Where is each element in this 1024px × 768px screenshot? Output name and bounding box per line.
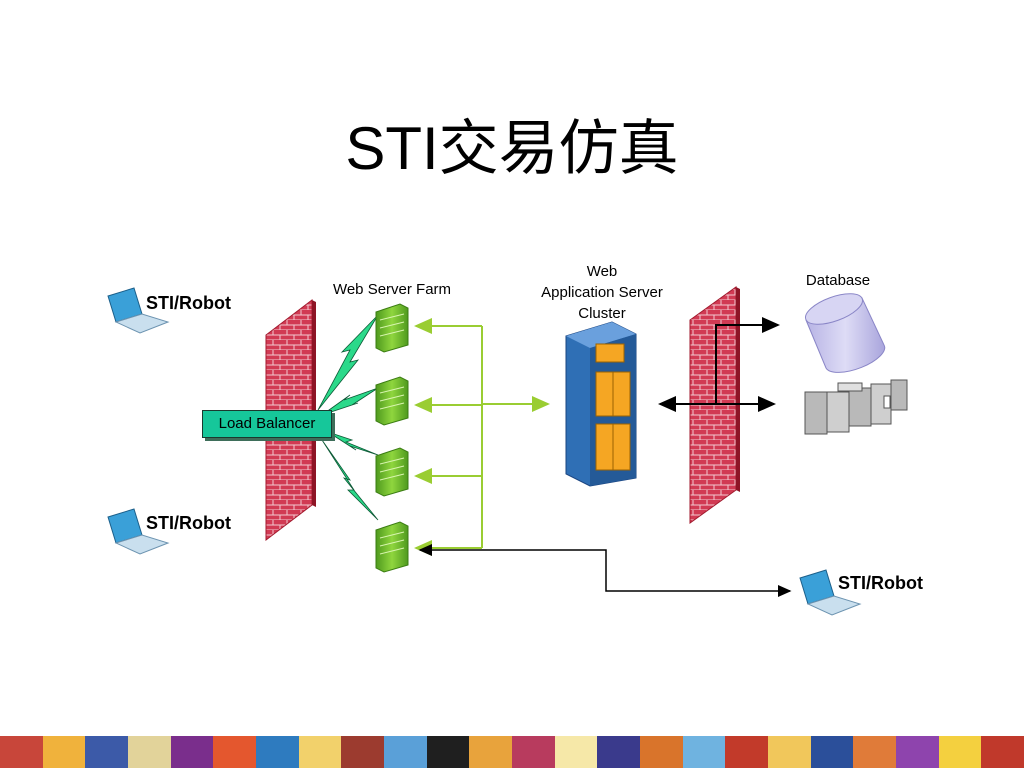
web-server-2 [375, 376, 409, 426]
app-server-rack [565, 321, 637, 487]
diagram-canvas [107, 286, 908, 616]
mainframe-icon [804, 379, 908, 435]
db-links [658, 317, 780, 412]
laptop-icon-top-left [107, 287, 170, 334]
robot-link [418, 544, 792, 597]
decorative-footer-strip [0, 736, 1024, 768]
robot-label-bottom-left: STI/Robot [146, 513, 231, 533]
load-balancer-box: Load Balancer [202, 410, 332, 438]
laptop-icon-bottom-right [799, 569, 862, 616]
green-connectors [414, 318, 550, 556]
slide-title: STI交易仿真 [345, 115, 679, 182]
web-server-3 [375, 447, 409, 497]
robot-label-bottom-right: STI/Robot [838, 573, 923, 593]
database-cylinder-icon [805, 293, 886, 373]
database-label: Database [805, 272, 871, 289]
web-server-1 [375, 303, 409, 353]
web-server-farm-label: Web Server Farm [332, 281, 452, 298]
web-server-4 [375, 521, 409, 573]
lightning-links [317, 314, 379, 521]
robot-label-top-left: STI/Robot [146, 293, 231, 313]
laptop-icon-bottom-left [107, 508, 170, 555]
app-server-label-line1: Web [586, 263, 618, 280]
app-server-label-line2: Application Server [541, 284, 663, 301]
app-server-label-line3: Cluster [578, 305, 626, 322]
